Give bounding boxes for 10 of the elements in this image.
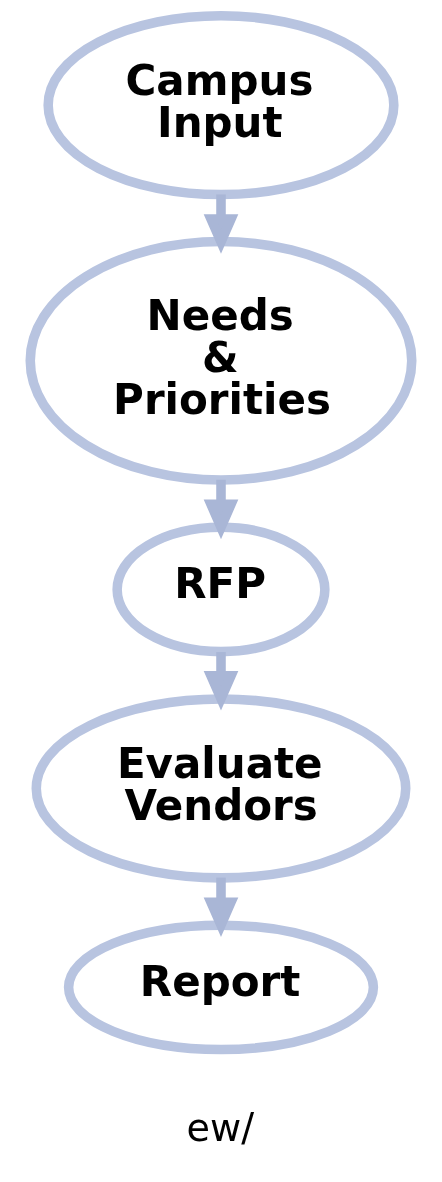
node-ellipse: Report: [63, 920, 379, 1055]
arrow: [203, 479, 239, 540]
node-ellipse: Needs & Priorities: [25, 236, 417, 485]
node-ellipse: RFP: [112, 522, 330, 657]
node-ellipse: Campus Input: [43, 10, 399, 200]
arrow: [203, 652, 239, 711]
arrow: [203, 877, 239, 937]
label: ew/: [186, 1106, 255, 1151]
node-ellipse: Evaluate Vendors: [31, 694, 411, 883]
arrow: [203, 194, 239, 254]
